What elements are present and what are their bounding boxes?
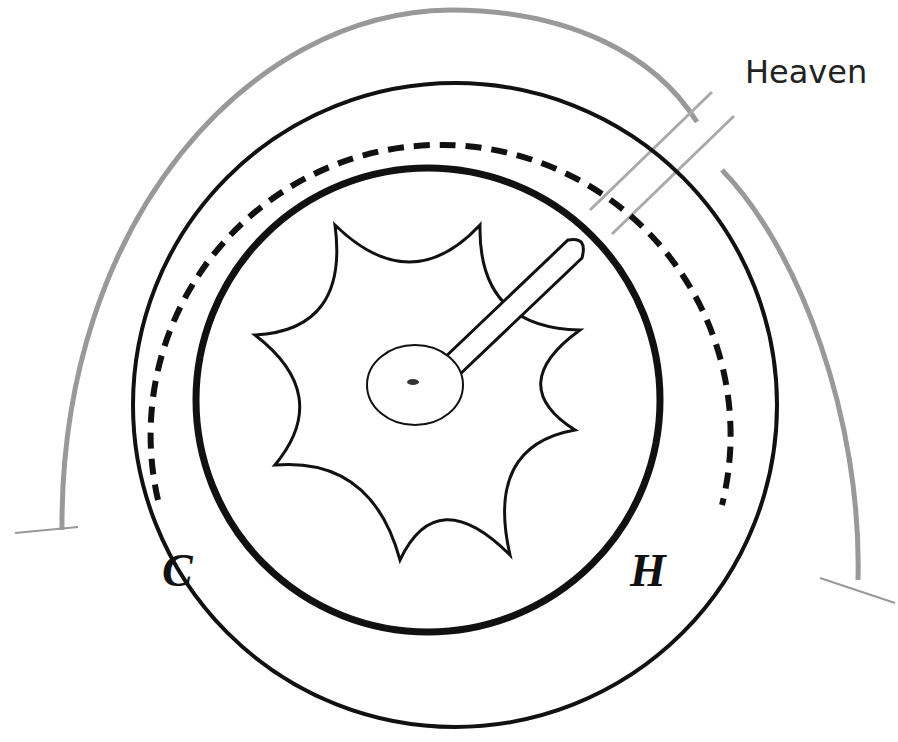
region-letter: C — [162, 548, 193, 594]
grey-tick — [15, 527, 78, 533]
inner-circle — [196, 168, 660, 632]
outer-circle — [133, 83, 777, 727]
nucleolus — [407, 379, 419, 385]
axon — [440, 239, 583, 378]
grey-tick — [820, 578, 895, 603]
grey-arc — [722, 170, 858, 580]
region-letter: H — [630, 548, 666, 594]
heaven-label: Heaven — [745, 56, 867, 88]
nucleus — [367, 345, 463, 425]
